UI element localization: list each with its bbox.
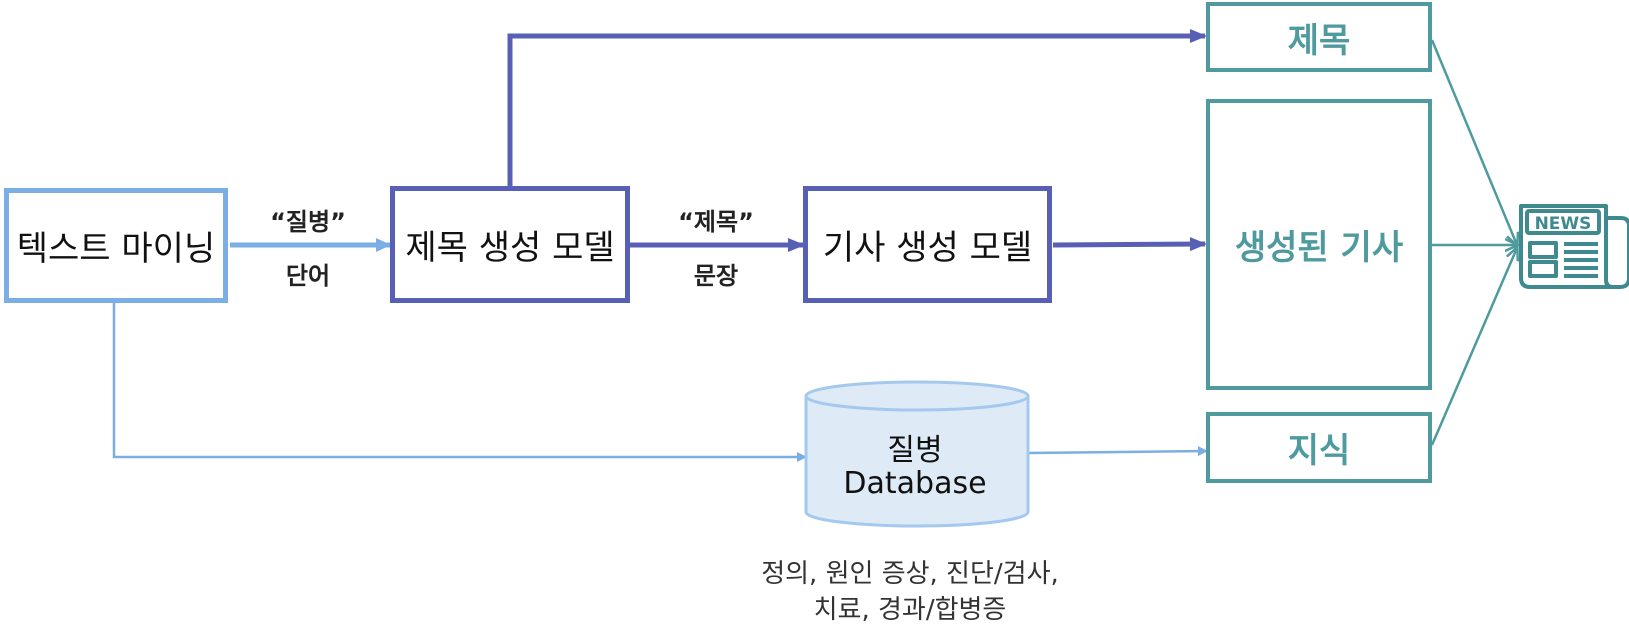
- article-generation-model-box: 기사 생성 모델: [803, 186, 1052, 303]
- knowledge-output-label: 지식: [1287, 431, 1351, 471]
- word-quote-label: “질병”: [270, 208, 346, 236]
- arrow-knowledge-to-news: [1430, 248, 1517, 446]
- text-mining-box: 텍스트 마이닝: [4, 188, 228, 303]
- database-caption-line1: 정의, 원인 증상, 진단/검사,: [761, 559, 1059, 589]
- word-caption-label: 단어: [285, 262, 331, 290]
- newspaper-icon: [1519, 204, 1629, 289]
- sentence-caption-label: 문장: [693, 262, 739, 290]
- generated-article-label: 생성된 기사: [1234, 228, 1404, 268]
- database-title: 질병: [887, 433, 943, 468]
- text-mining-label: 텍스트 마이닝: [16, 229, 216, 269]
- arrow-database-to-knowledge: [1027, 446, 1208, 457]
- arrow-title-to-news: [1430, 39, 1517, 245]
- knowledge-output-box: 지식: [1206, 412, 1432, 483]
- newspaper-icon-label: NEWS: [1535, 214, 1592, 234]
- sentence-quote-label: “제목”: [678, 208, 754, 236]
- arrow-title-model-to-title-out: [507, 29, 1207, 186]
- arrow-article-model-to-article-out: [1052, 237, 1207, 252]
- title-output-box: 제목: [1206, 2, 1432, 72]
- database-subtitle: Database: [843, 466, 987, 501]
- database-caption-line2: 치료, 경과/합병증: [813, 595, 1007, 625]
- arrow-mining-to-database: [112, 303, 807, 462]
- title-generation-model-box: 제목 생성 모델: [390, 186, 630, 303]
- database-caption: 정의, 원인 증상, 진단/검사, 치료, 경과/합병증: [700, 556, 1120, 628]
- title-output-label: 제목: [1287, 20, 1351, 61]
- title-generation-model-label: 제목 생성 모델: [405, 228, 615, 268]
- article-generation-model-label: 기사 생성 모델: [822, 228, 1033, 268]
- database-cylinder: [804, 380, 1030, 528]
- generated-article-box: 생성된 기사: [1206, 99, 1432, 390]
